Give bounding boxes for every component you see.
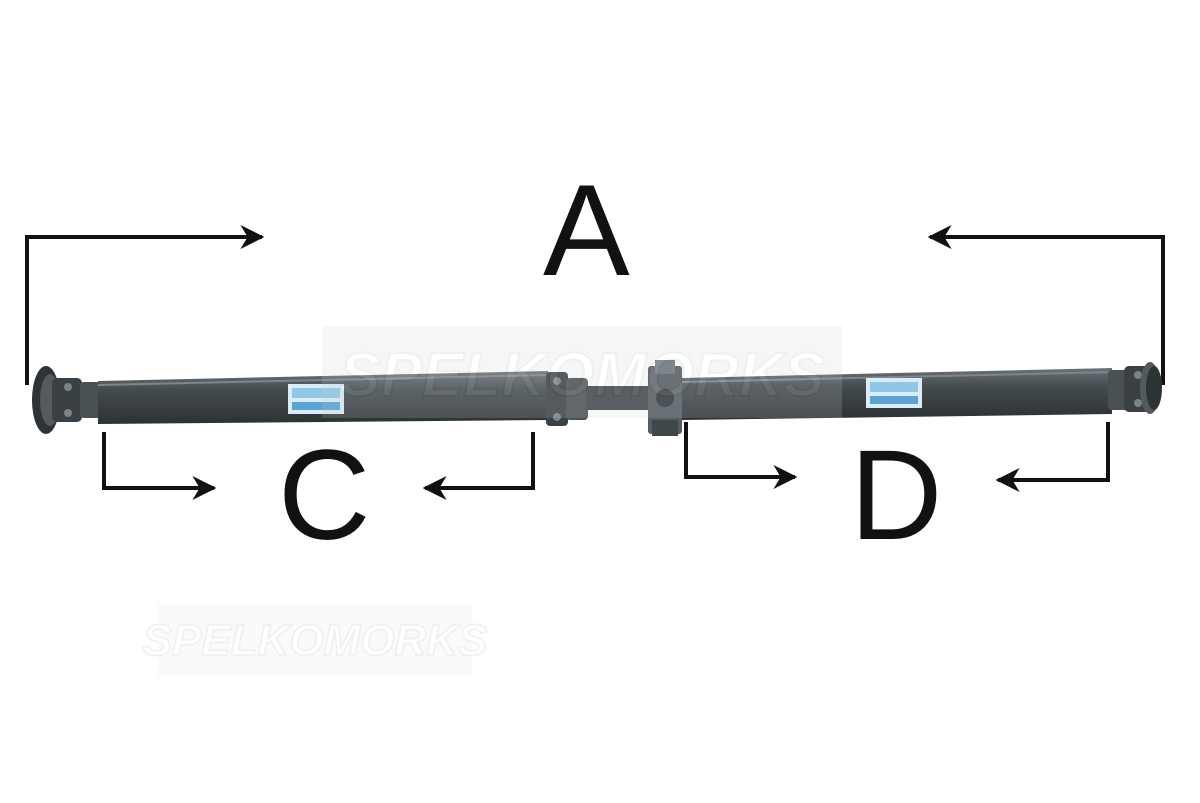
dimension-label-a: A	[543, 157, 630, 303]
dimension-a-left-bracket	[25, 225, 265, 385]
rear-shaft-tube	[681, 368, 1113, 420]
center-watermark: SPELKOMORKS	[322, 326, 842, 418]
dimension-c-right-bracket	[422, 432, 535, 500]
flange-icon	[32, 366, 102, 434]
dimension-label-c: C	[278, 424, 371, 567]
center-universal-joint	[546, 372, 650, 426]
svg-text:SPELKOMORKS: SPELKOMORKS	[339, 341, 825, 410]
lower-left-watermark: SPELKOMORKS	[142, 604, 488, 676]
dimension-d-left-bracket	[684, 422, 798, 489]
svg-text:SPELKOMORKS: SPELKOMORKS	[143, 616, 488, 665]
center-bearing-icon	[648, 360, 682, 436]
front-shaft-tube	[97, 371, 549, 424]
dimension-label-d: D	[850, 424, 943, 567]
dimension-a-right-bracket	[927, 225, 1165, 385]
dimension-d-right-bracket	[995, 422, 1110, 492]
dimension-c-left-bracket	[102, 432, 217, 500]
flange-icon	[1108, 362, 1162, 414]
